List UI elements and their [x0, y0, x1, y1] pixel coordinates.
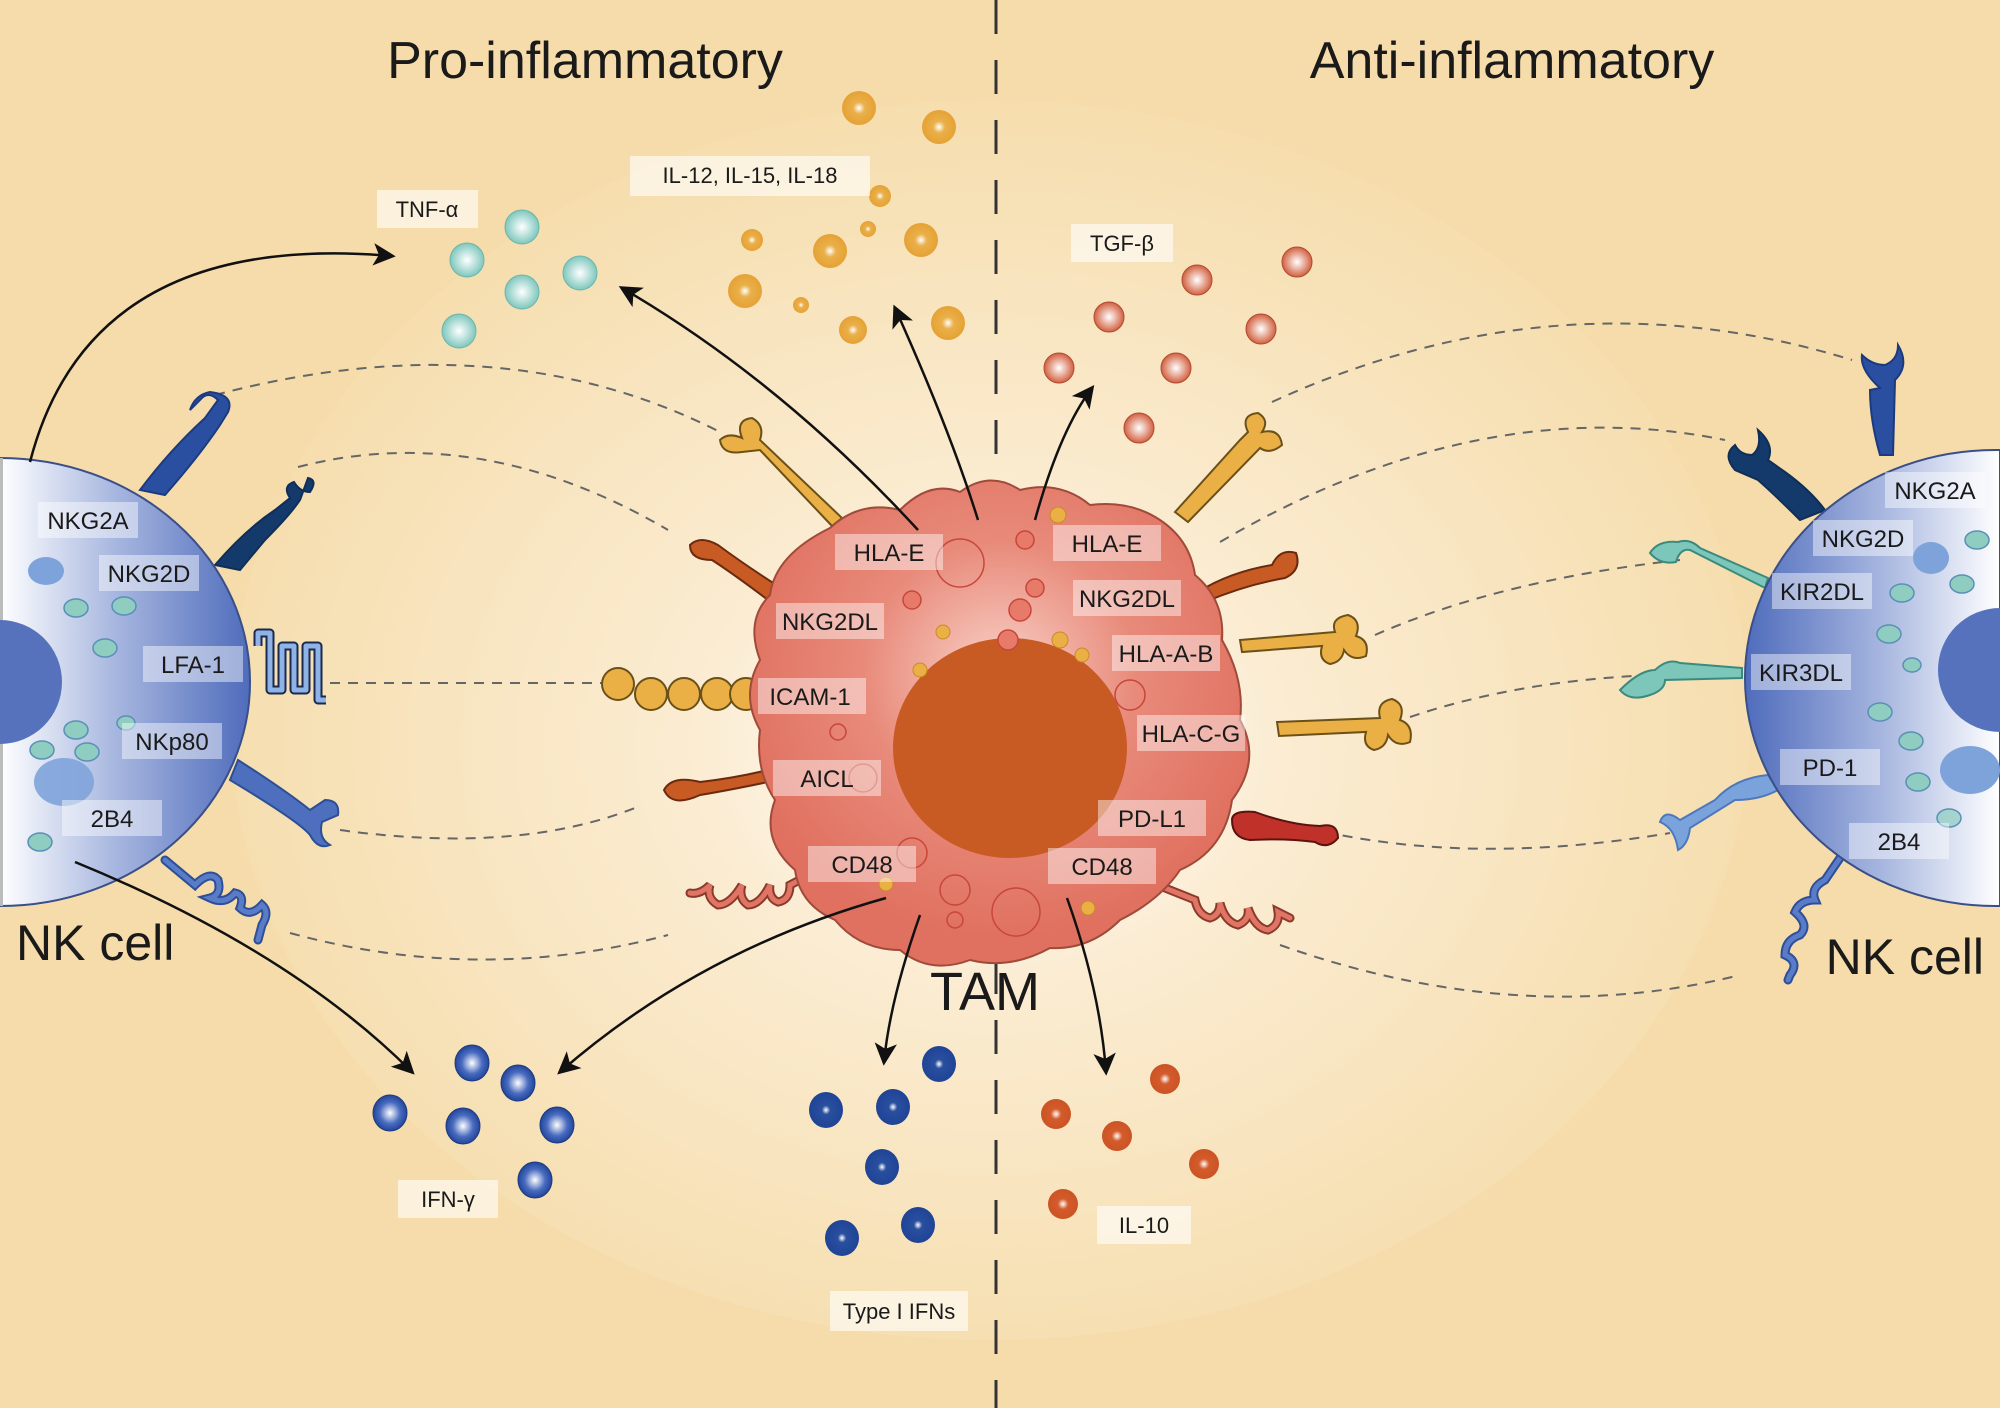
arrow-tam-to-il12	[892, 304, 980, 521]
ligand-nkg2dl-right	[1196, 550, 1299, 604]
nk-cell-left-title: NK cell	[16, 915, 174, 971]
ligand-hla-e-left	[718, 416, 844, 528]
label-il10: IL-10	[1119, 1213, 1169, 1238]
label-tgf-beta: TGF-β	[1090, 231, 1154, 256]
label-kir2dl: KIR2DL	[1780, 579, 1864, 606]
dash-pdl1-pd1	[1324, 831, 1671, 850]
ligand-icam1	[601, 667, 763, 711]
tam-nucleus	[893, 638, 1127, 858]
receptor-2b4-left	[162, 857, 269, 943]
label-type1-ifns: Type I IFNs	[843, 1299, 955, 1324]
tam-title: TAM	[930, 962, 1040, 1022]
heading-anti-inflammatory: Anti-inflammatory	[1310, 32, 1715, 90]
nk-vesicles-left	[28, 557, 94, 806]
label-nkg2d-right: NKG2D	[1822, 526, 1905, 553]
receptor-kir3dl	[1618, 660, 1743, 699]
dash-hlaab-kir2dl	[1374, 559, 1681, 636]
label-nkg2d-left: NKG2D	[108, 561, 191, 588]
label-pdl1: PD-L1	[1118, 806, 1186, 833]
nk-left-labels: NKG2A NKG2D LFA-1 NKp80 2B4	[38, 502, 243, 836]
cytokine-il10: IL-10	[1041, 1064, 1219, 1244]
label-lfa1: LFA-1	[161, 652, 225, 679]
tam-labels: HLA-E NKG2DL ICAM-1 AICL CD48 HLA-E NKG2…	[758, 525, 1245, 884]
ligand-hla-ab	[1238, 613, 1368, 666]
nk-granules-right	[1867, 530, 1990, 828]
receptor-nkg2a-left	[138, 390, 231, 497]
arrow-tam-to-ifng	[557, 896, 887, 1075]
nk-right-labels: NKG2A NKG2D KIR2DL KIR3DL PD-1 2B4	[1751, 472, 1985, 859]
dash-nkp80-aicl	[339, 805, 641, 840]
label-icam1: ICAM-1	[769, 684, 850, 711]
ligand-cd48-right	[1162, 885, 1293, 933]
receptor-nkg2a-right	[1860, 341, 1905, 456]
ligand-hla-cg	[1275, 697, 1412, 752]
cytokine-ifn-gamma: IFN-γ	[372, 1044, 575, 1218]
arrow-tam-to-tgf	[1033, 385, 1095, 521]
label-aicl: AICL	[800, 766, 853, 793]
nk-nucleus-left	[0, 620, 62, 744]
receptor-nkp80	[228, 758, 340, 848]
arrow-tam-to-type1-ifns	[874, 914, 922, 1066]
label-nkg2dl-left: NKG2DL	[782, 609, 878, 636]
dash-hlae-nkg2a-right	[1271, 322, 1853, 403]
ligand-hla-e-right	[1173, 411, 1284, 524]
tam-granules	[878, 506, 1096, 916]
label-cd48-left: CD48	[831, 852, 892, 879]
label-hla-e-right: HLA-E	[1072, 531, 1143, 558]
nk-cell-right	[1618, 341, 2000, 985]
dash-nkg2a-hlae-left	[214, 363, 721, 433]
receptor-pd1	[1658, 773, 1780, 852]
dash-nkg2dl-nkg2d-right	[1219, 426, 1726, 543]
label-2b4-right: 2B4	[1878, 829, 1921, 856]
receptor-2b4-right	[1782, 855, 1843, 983]
arrow-tam-to-il10	[1065, 897, 1116, 1076]
label-tnf-alpha: TNF-α	[396, 197, 459, 222]
nk-cell-right-title: NK cell	[1826, 929, 1984, 985]
tam-vesicles	[829, 530, 1146, 937]
heading-pro-inflammatory: Pro-inflammatory	[387, 32, 783, 90]
tam-ligands	[601, 411, 1412, 935]
ligand-pdl1	[1230, 810, 1340, 847]
arrow-tam-to-tnf	[618, 286, 919, 531]
ligand-nkg2dl-left	[688, 539, 780, 602]
label-il12-il15-il18: IL-12, IL-15, IL-18	[663, 163, 838, 188]
label-pd1: PD-1	[1803, 755, 1858, 782]
secretion-arrows	[28, 243, 1116, 1076]
arrow-nk-to-tnf	[28, 243, 396, 463]
dash-cd48-2b4-right	[1279, 944, 1741, 998]
cytokine-tgf-beta: TGF-β	[1043, 224, 1313, 444]
receptor-nkg2d-left	[213, 476, 315, 572]
label-ifn-gamma: IFN-γ	[421, 1187, 475, 1212]
label-nkp80: NKp80	[135, 729, 208, 756]
label-2b4-left: 2B4	[91, 806, 134, 833]
nk-nucleus-right	[1938, 608, 2000, 732]
cytokine-type1-ifns: Type I IFNs	[809, 1046, 968, 1331]
interaction-lines	[214, 322, 1853, 998]
dash-nkg2d-nkg2dl-left	[297, 451, 669, 531]
label-hla-ab: HLA-A-B	[1119, 641, 1214, 668]
nk-cell-left	[0, 390, 340, 945]
arrow-nk-to-ifng	[74, 860, 415, 1075]
receptor-nkg2d-right	[1727, 427, 1827, 522]
label-kir3dl: KIR3DL	[1759, 660, 1843, 687]
nk-granules-left	[27, 596, 137, 852]
ligand-aicl	[662, 768, 769, 802]
label-nkg2dl-right: NKG2DL	[1079, 586, 1175, 613]
tam-cell	[749, 479, 1251, 967]
receptor-kir2dl	[1648, 539, 1770, 590]
label-nkg2a-right: NKG2A	[1894, 478, 1975, 505]
dash-hlacg-kir3dl	[1409, 674, 1656, 718]
dash-2b4-cd48-left	[289, 932, 669, 961]
label-hla-cg: HLA-C-G	[1142, 721, 1241, 748]
label-nkg2a-left: NKG2A	[47, 508, 128, 535]
nk-vesicles-right	[1913, 542, 2000, 794]
label-cd48-right: CD48	[1071, 854, 1132, 881]
label-hla-e-left: HLA-E	[854, 540, 925, 567]
ligand-cd48-left	[687, 869, 818, 908]
cytokine-il12-il15-il18: IL-12, IL-15, IL-18	[630, 91, 965, 344]
receptor-lfa1	[255, 630, 326, 703]
cytokine-tnf-alpha: TNF-α	[377, 190, 598, 349]
